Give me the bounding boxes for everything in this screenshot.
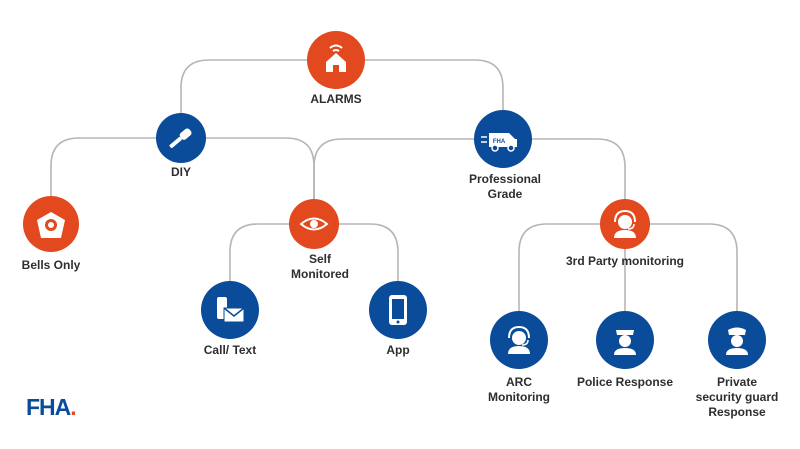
node-bells-only-label: Bells Only (21, 258, 81, 272)
security-guard-icon (726, 327, 748, 355)
node-third-party-label: 3rd Party monitoring (565, 254, 684, 268)
node-private-guard (708, 311, 766, 369)
node-diy (156, 113, 206, 163)
node-app (369, 281, 427, 339)
van-logo-text: FHA (493, 139, 506, 145)
fha-logo: FHA. (26, 394, 77, 420)
edge-third_party-to-private_guard (625, 223, 738, 340)
node-bells-only (23, 196, 79, 252)
node-arc (490, 311, 548, 369)
node-app-label: App (386, 343, 410, 357)
node-call-text (201, 281, 259, 339)
node-police (596, 311, 654, 369)
edge-third_party-to-arc (518, 223, 625, 340)
edge-alarms-to-professional (336, 59, 504, 139)
node-self-monitored (289, 199, 339, 249)
edge-diy-to-bells_only (50, 137, 181, 224)
headset-operator-icon (508, 325, 530, 354)
phone-envelope-icon (217, 297, 245, 323)
van-icon: FHA (481, 133, 517, 152)
bell-box-icon (37, 212, 65, 238)
edge-alarms-to-diy (180, 59, 336, 138)
node-alarms-label: ALARMS (310, 92, 362, 106)
node-call-text-label: Call/ Text (203, 343, 257, 357)
edge-professional-to-self_monitored (313, 138, 503, 224)
smartphone-icon (389, 295, 407, 325)
headset-operator-icon (614, 209, 636, 238)
edge-professional-to-third_party (503, 138, 626, 224)
node-police-label: Police Response (576, 375, 674, 389)
node-diy-label: DIY (170, 165, 191, 179)
node-alarms (307, 31, 365, 89)
screwdriver-icon (169, 128, 192, 149)
node-professional: FHA (474, 110, 532, 168)
edge-self_monitored-to-app (314, 223, 399, 310)
eye-icon (299, 217, 329, 231)
house-wifi-icon (326, 44, 346, 72)
police-officer-icon (614, 330, 636, 355)
node-third-party (600, 199, 650, 249)
edge-self_monitored-to-call_text (229, 223, 314, 310)
